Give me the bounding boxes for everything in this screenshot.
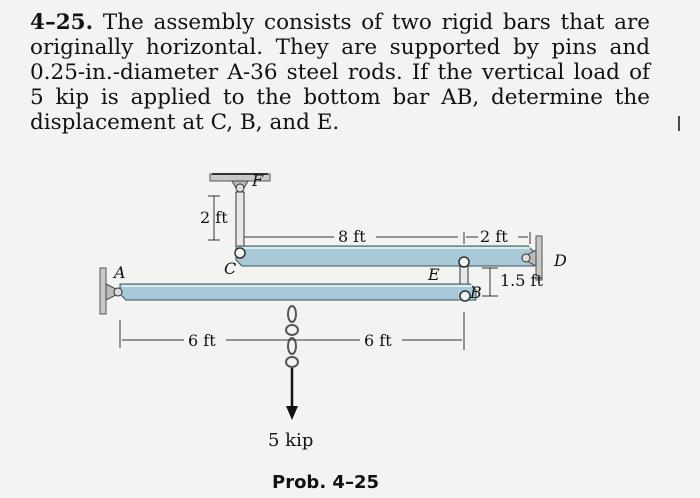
wall-support-a [99,267,124,315]
dim-right-span: 2 ft [480,227,508,246]
load-arrow [286,368,298,420]
dim-lower-right: 6 ft [364,331,392,350]
load-label: 5 kip [268,430,313,451]
dimension-lines [119,195,531,350]
wall-support-d [520,235,543,281]
problem-number: 4–25. [30,10,94,35]
ceiling-support-f [209,173,271,197]
load-chain [285,305,299,368]
text-cursor-icon: I [676,112,682,136]
lower-bar-ab [119,283,477,302]
label-d: D [553,251,567,270]
label-f: F [251,171,264,190]
dim-rod-eb: 1.5 ft [500,271,543,290]
label-a: A [112,263,126,282]
label-e: E [427,265,440,284]
dim-upper-span: 8 ft [338,227,366,246]
problem-statement: 4–25. The assembly consists of two rigid… [30,10,650,135]
dim-lower-left: 6 ft [188,331,216,350]
rod-cf [235,191,245,251]
problem-text: The assembly consists of two rigid bars … [30,10,650,135]
figure-caption: Prob. 4–25 [272,472,379,493]
label-b: B [469,283,482,302]
label-c: C [224,259,236,278]
dim-rod-cf: 2 ft [200,208,228,227]
pin-c [234,247,246,259]
upper-bar [235,245,535,267]
